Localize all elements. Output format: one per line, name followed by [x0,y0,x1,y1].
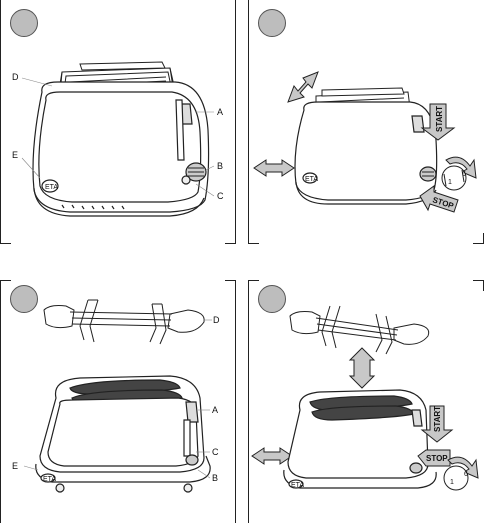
svg-text:ETA: ETA [43,476,56,483]
start-label: START [433,406,442,432]
dial-high-label: 6 [464,471,468,478]
panel-4: ETA START STOP 1 6 [248,280,484,523]
svg-text:ETA: ETA [45,184,58,191]
dial-low-label: 1 [448,179,452,186]
toaster-icon: ETA [294,101,438,205]
warming-rack-icon [43,299,205,345]
label-a: A [212,405,218,415]
step-badge-3 [10,285,38,313]
double-arrow-icon [253,159,295,177]
label-b: B [217,161,223,171]
stop-label: STOP [426,454,448,463]
double-arrow-icon [287,71,319,103]
step-badge-1 [10,9,38,37]
step-badge-4 [258,285,286,313]
toaster-icon: ETA [32,81,210,217]
start-arrow-icon: START [420,103,456,141]
label-a: A [217,107,223,117]
svg-text:ETA: ETA [305,176,318,183]
label-e: E [12,150,18,160]
stop-arrow-icon: STOP [419,185,459,213]
toaster-illustration-2: ETA START 1 6 STOP [253,71,477,213]
label-c: C [217,191,224,201]
warming-rack-icon [289,305,430,355]
dial-high-label: 6 [462,171,466,178]
label-e: E [12,461,18,471]
dial-low-label: 1 [450,479,454,486]
svg-text:ETA: ETA [291,482,304,489]
browning-dial-icon [443,456,479,491]
label-b: B [212,473,218,483]
toaster-illustration-3: ETA D A C E B [12,299,220,493]
panel-2: ETA START 1 6 STOP [248,0,484,244]
stop-arrow-icon: STOP [417,449,451,467]
step-badge-2 [258,9,286,37]
toaster-icon: ETA [283,389,437,489]
label-d: D [12,72,19,82]
start-arrow-icon: START [420,405,454,443]
toaster-illustration-4: ETA START STOP 1 6 [251,305,479,491]
leader-lines [21,77,215,197]
browning-dial-icon [441,156,477,191]
start-label: START [435,106,444,132]
panel-3: ETA D A C E B [0,280,236,523]
double-arrow-icon [348,347,376,389]
label-c: C [212,447,219,457]
toaster-illustration-1: ETA D E A B C [12,61,224,217]
panel-1: ETA D E A B C [0,0,236,244]
label-d: D [213,315,220,325]
double-arrow-icon [251,447,293,465]
toaster-icon: ETA [35,375,211,493]
